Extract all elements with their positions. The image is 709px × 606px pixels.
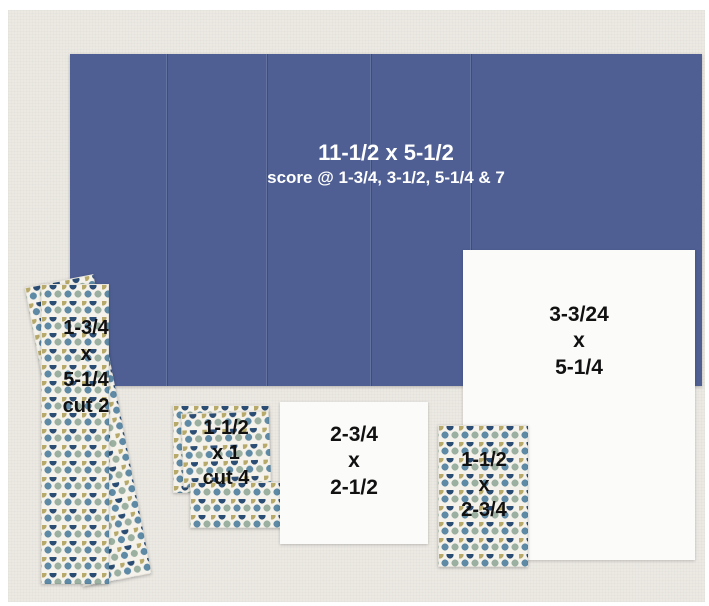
narrow-card-dim2: 2-3/4	[439, 498, 529, 523]
large-card-label: 3-3/24 x 5-1/4	[463, 302, 695, 381]
square-white-card: 2-3/4 x 2-1/2	[280, 402, 428, 544]
narrow-patterned-card: 1-1/2 x 2-3/4	[438, 425, 528, 567]
blue-panel-score: score @ 1-3/4, 3-1/2, 5-1/4 & 7	[70, 167, 702, 188]
narrow-card-x: x	[439, 473, 529, 498]
blue-panel-size: 11-1/2 x 5-1/2	[70, 139, 702, 167]
pieces-dim1: 1-1/2	[176, 416, 276, 441]
pieces-dim2: x 1	[176, 441, 276, 466]
blue-panel-label: 11-1/2 x 5-1/2 score @ 1-3/4, 3-1/2, 5-1…	[70, 139, 702, 188]
large-card-dim1: 3-3/24	[463, 302, 695, 328]
pieces-cut: cut 4	[176, 466, 276, 491]
square-card-dim2: 2-1/2	[280, 475, 428, 501]
strip-label: 1-3/4 x 5-1/4 cut 2	[36, 315, 136, 419]
narrow-card-label: 1-1/2 x 2-3/4	[439, 448, 529, 523]
score-line	[266, 54, 267, 386]
large-card-dim2: 5-1/4	[463, 355, 695, 381]
small-pieces-label: 1-1/2 x 1 cut 4	[176, 416, 276, 491]
strip-x: x	[36, 341, 136, 367]
large-card-x: x	[463, 328, 695, 354]
score-line	[166, 54, 167, 386]
score-line	[370, 54, 371, 386]
strip-dim2: 5-1/4	[36, 367, 136, 393]
square-card-x: x	[280, 448, 428, 474]
tabletop-background: 11-1/2 x 5-1/2 score @ 1-3/4, 3-1/2, 5-1…	[8, 10, 705, 602]
square-card-label: 2-3/4 x 2-1/2	[280, 422, 428, 501]
strip-dim1: 1-3/4	[36, 315, 136, 341]
strip-cut: cut 2	[36, 393, 136, 419]
narrow-card-dim1: 1-1/2	[439, 448, 529, 473]
square-card-dim1: 2-3/4	[280, 422, 428, 448]
